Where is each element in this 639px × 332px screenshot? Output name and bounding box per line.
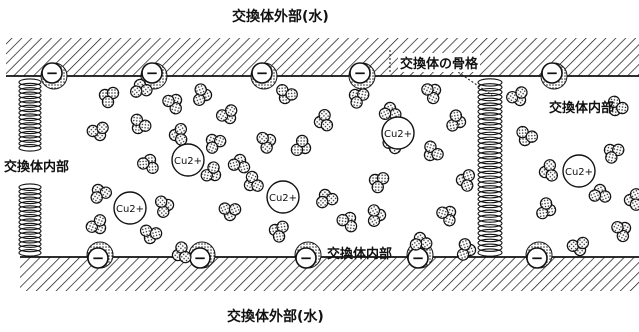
water-cluster xyxy=(368,172,390,194)
copper-ion: Cu2+ xyxy=(562,154,596,188)
exterior-label-top: 交換体外部(水) xyxy=(232,9,329,25)
fixed-anion-site: − xyxy=(140,62,168,90)
water-cluster xyxy=(290,134,312,157)
water-cluster xyxy=(268,220,289,243)
water-cluster xyxy=(436,205,457,227)
water-cluster xyxy=(348,88,370,109)
water-cluster xyxy=(538,159,558,182)
water-cluster xyxy=(446,109,467,132)
charge-symbol: − xyxy=(531,249,544,267)
copper-ion: Cu2+ xyxy=(266,180,300,214)
skeleton-label: 交換体の骨格 xyxy=(398,53,481,72)
charge-symbol: − xyxy=(92,249,105,267)
water-cluster xyxy=(313,108,334,132)
fixed-anion-site: − xyxy=(294,241,322,269)
charge-symbol: − xyxy=(354,64,367,82)
water-cluster xyxy=(603,143,625,164)
charge-symbol: − xyxy=(546,64,559,82)
fixed-anion-site: − xyxy=(348,62,376,90)
water-cluster xyxy=(154,195,175,218)
fixed-anion-site: − xyxy=(525,241,553,269)
interior-label-right: 交換体内部 xyxy=(549,101,615,116)
water-cluster xyxy=(86,121,109,142)
water-cluster xyxy=(205,133,227,154)
interior-label-left: 交換体内部 xyxy=(4,160,70,175)
copper-ion: Cu2+ xyxy=(113,191,147,225)
ion-label: Cu2+ xyxy=(565,167,593,178)
water-cluster xyxy=(378,101,402,121)
skeleton-coil xyxy=(477,78,503,257)
water-cluster xyxy=(536,197,557,220)
fixed-anion-site: − xyxy=(40,62,68,90)
water-cluster xyxy=(506,86,528,107)
water-cluster xyxy=(588,183,612,203)
water-cluster xyxy=(171,241,192,264)
water-cluster xyxy=(130,78,153,98)
charge-symbol: − xyxy=(300,249,313,267)
water-cluster xyxy=(137,153,159,175)
water-cluster xyxy=(139,224,163,245)
charge-symbol: − xyxy=(46,64,59,82)
water-cluster xyxy=(130,113,152,135)
water-cluster xyxy=(193,83,213,106)
water-cluster xyxy=(218,202,242,222)
water-cluster xyxy=(566,236,590,257)
interior-label-center: 交換体内部 xyxy=(327,247,393,262)
water-cluster xyxy=(516,125,539,147)
ion-label: Cu2+ xyxy=(174,156,202,167)
charge-symbol: − xyxy=(194,249,207,267)
water-cluster xyxy=(162,93,183,115)
water-cluster xyxy=(227,153,251,174)
water-cluster xyxy=(85,214,107,235)
water-cluster xyxy=(409,231,433,251)
charge-symbol: − xyxy=(412,249,425,267)
fixed-anion-site: − xyxy=(188,241,216,269)
water-cluster xyxy=(168,122,188,146)
charge-symbol: − xyxy=(256,64,269,82)
water-cluster xyxy=(243,170,264,192)
copper-ion: Cu2+ xyxy=(171,143,205,177)
water-cluster xyxy=(98,86,120,109)
fixed-anion-sites: − − − − − − − − − − xyxy=(40,62,568,269)
charge-symbol: − xyxy=(146,64,159,82)
water-clusters xyxy=(85,78,639,264)
water-cluster xyxy=(276,84,298,105)
copper-ions: Cu2+ Cu2+ Cu2+ Cu2+ Cu2+ xyxy=(113,116,596,225)
exterior-label-bottom: 交換体外部(水) xyxy=(227,309,324,325)
ion-label: Cu2+ xyxy=(384,129,412,140)
water-cluster xyxy=(200,161,222,182)
water-cluster xyxy=(367,204,387,227)
fixed-anion-site: − xyxy=(540,62,568,90)
skeleton-coil xyxy=(18,183,42,257)
water-cluster xyxy=(256,131,277,154)
copper-ion: Cu2+ xyxy=(381,116,415,150)
skeleton-coil xyxy=(18,78,42,152)
water-cluster xyxy=(623,188,639,211)
water-cluster xyxy=(607,95,629,117)
water-cluster xyxy=(336,211,358,233)
skeleton-springs xyxy=(18,78,503,257)
ion-label: Cu2+ xyxy=(269,193,297,204)
ion-label: Cu2+ xyxy=(116,204,144,215)
water-cluster xyxy=(423,140,444,162)
water-cluster xyxy=(215,104,238,125)
water-cluster xyxy=(90,183,112,204)
water-cluster xyxy=(456,238,477,261)
water-cluster xyxy=(421,83,442,105)
exchanger-wall-top xyxy=(6,38,639,77)
fixed-anion-site: − xyxy=(86,241,114,269)
fixed-anion-site: − xyxy=(250,62,278,90)
water-cluster xyxy=(316,188,339,209)
water-cluster xyxy=(611,221,632,243)
water-cluster xyxy=(455,169,476,192)
